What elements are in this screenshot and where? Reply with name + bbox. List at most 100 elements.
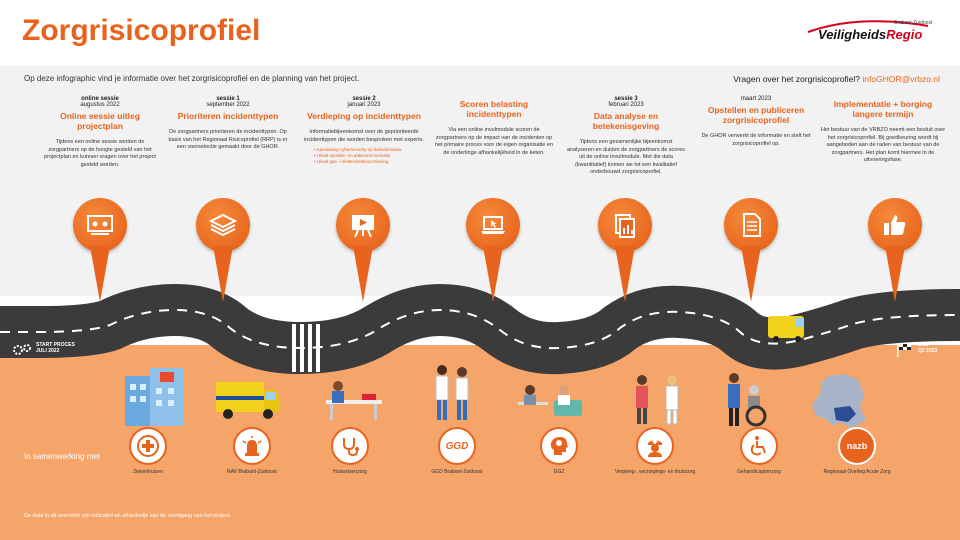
wheelchair-icon [750, 436, 766, 456]
header: Zorgrisicoprofiel VeiligheidsRegio Braba… [0, 0, 960, 66]
stage-bullets: • Aansluiting cybersecurity op beleidsni… [304, 147, 424, 165]
stage-title: Data analyse en betekenisgeving [592, 111, 660, 131]
finish-flag-icon [897, 344, 911, 357]
contact-question: Vragen over het zorgrisicoprofiel? [733, 74, 861, 84]
bullet-item: • Uitval sprinkle- en datacommunicatie [314, 153, 391, 158]
stage-label: sessie 2 [352, 96, 376, 102]
pin-implementation[interactable] [868, 198, 922, 302]
contact-email-link[interactable]: infoGHOR@vrbzo.nl [862, 74, 940, 84]
partner-huisartsenzorg: Huisartsenzorg [305, 427, 395, 476]
stage-description: De zorgpartners prioriteren de incidentt… [168, 129, 288, 150]
partner-label: GGZ [553, 469, 565, 475]
partner-label: Verpleeg-, verzorgings- en thuiszorg [614, 469, 696, 475]
stage-title: Prioriteren incidenttypen [177, 111, 279, 121]
intro-text: Op deze infographic vind je informatie o… [24, 74, 360, 83]
stage-title: Verdieping op incidenttypen [307, 111, 421, 121]
stage-description: Tijdens een gezamenlijke bijeenkomst ana… [566, 139, 686, 175]
stage-description: Informatiebijeenkomst over de gepriorite… [304, 129, 424, 143]
easel-play-icon [352, 215, 374, 238]
stage-online-session: online sessie augustus 2022 Online sessi… [40, 96, 160, 169]
wheelchair-care-illustration [728, 373, 767, 427]
head-cloud-icon [550, 437, 568, 455]
stage-date: september 2022 [206, 102, 250, 108]
laptop-cursor-icon [481, 216, 505, 234]
partner-ziekenhuizen: Ziekenhuizen [103, 427, 193, 476]
consultation-illustration [518, 385, 582, 416]
partner-vvt: Verpleeg-, verzorgings- en thuiszorg [610, 427, 700, 476]
footnote: De data in dit overzicht zijn indicatief… [24, 513, 232, 519]
page-title: Zorgrisicoprofiel [22, 14, 261, 47]
partner-label: Ziekenhuizen [133, 469, 163, 475]
road-illustration [0, 284, 960, 375]
partner-ggd: GGD GGD Brabant-Zuidoost [412, 427, 502, 476]
nazb-logo-icon: nazb [846, 441, 868, 451]
medical-staff-illustration [435, 365, 469, 420]
stage-scoring: Scoren belasting incidenttypen Via een o… [434, 96, 554, 157]
cross-icon [137, 435, 159, 457]
nursing-illustration [636, 375, 679, 425]
hospital-illustration [125, 368, 184, 426]
partner-label: RAV Brabant-Zuidoost [227, 469, 277, 475]
partner-label: Gehandicaptenzorg [737, 469, 781, 475]
stage-title: Implementatie + borging langere termijn [833, 99, 933, 119]
veiligheidsregio-logo: VeiligheidsRegio Brabant-Zuidoost [798, 18, 938, 48]
pin-session-1[interactable] [196, 198, 250, 302]
pin-online-session[interactable] [73, 198, 127, 302]
stage-title: Scoren belasting incidenttypen [459, 99, 529, 119]
stage-publish: maart 2023 Opstellen en publiceren zorgr… [696, 96, 816, 148]
pin-publish[interactable] [724, 198, 778, 302]
stage-date: februari 2023 [608, 102, 644, 108]
stage-session-1: sessie 1 september 2022 Prioriteren inci… [168, 96, 288, 152]
layers-icon [208, 213, 238, 237]
stage-description: De GHOR verwerkt de informatie en stelt … [701, 133, 811, 147]
stage-session-2: sessie 2 januari 2023 Verdieping op inci… [304, 96, 424, 165]
stage-session-3: sessie 3 februari 2023 Data analyse en b… [566, 96, 686, 177]
partner-label: Huisartsenzorg [333, 469, 367, 475]
partner-label: GGD Brabant-Zuidoost [431, 469, 483, 475]
intro-band [0, 66, 960, 296]
bullet-item: • Uitval gas- / elektriciteitsvoorzienin… [314, 159, 389, 164]
stage-date: augustus 2022 [80, 102, 120, 108]
stage-label: online sessie [81, 96, 119, 102]
stage-date: maart 2023 [740, 96, 772, 102]
stage-description: Via een online invulmodule scoren de zor… [434, 127, 553, 156]
stage-date: januari 2023 [347, 102, 381, 108]
pin-session-3[interactable] [598, 198, 652, 302]
netherlands-map-illustration [812, 374, 866, 428]
nurse-icon [648, 439, 662, 457]
road-end-label: END Q2 2023 [918, 342, 938, 354]
presentation-screen-icon [87, 215, 113, 235]
contact-line: Vragen over het zorgrisicoprofiel? infoG… [733, 74, 940, 84]
stage-implementation: Implementatie + borging langere termijn … [818, 96, 948, 165]
gears-icon [13, 344, 31, 355]
stage-label: sessie 3 [614, 96, 638, 102]
logo-text: VeiligheidsRegio [818, 27, 922, 42]
logo-main: Veiligheids [818, 27, 887, 42]
thumbs-up-icon [884, 215, 906, 235]
stage-title: Online sessie uitleg projectplan [60, 111, 140, 131]
ambulance-illustration [216, 382, 280, 419]
ambulance-on-road [768, 316, 804, 342]
partners-title: In samenwerking met [24, 452, 101, 461]
siren-icon [242, 436, 262, 456]
stage-label: sessie 1 [216, 96, 240, 102]
partner-roaz: nazb Regionaal Overleg Acute Zorg [812, 427, 902, 476]
stage-title: Opstellen en publiceren zorgrisicoprofie… [707, 105, 805, 125]
logo-sub: Brabant-Zuidoost [894, 20, 933, 26]
stage-description: Het bestuur van de VRBZO neemt een beslu… [820, 127, 946, 163]
bullet-item: • Aansluiting cybersecurity op beleidsni… [314, 147, 402, 152]
road-start-label: START PROCES JULI 2022 [36, 342, 75, 354]
stage-description: Tijdens een online sessie worden de zorg… [44, 139, 156, 168]
logo-swoosh-icon [807, 20, 929, 33]
partner-ggz: GGZ [514, 427, 604, 476]
doctor-desk-illustration [326, 381, 382, 420]
pin-session-2[interactable] [336, 198, 390, 302]
crosswalk [292, 324, 320, 372]
logo-accent: Regio [886, 27, 923, 42]
stethoscope-icon [343, 438, 359, 457]
partner-label: Regionaal Overleg Acute Zorg [823, 469, 891, 475]
pin-scoring[interactable] [466, 198, 520, 302]
document-icon [743, 213, 761, 237]
partner-gehandicaptenzorg: Gehandicaptenzorg [714, 427, 804, 476]
partner-rav: RAV Brabant-Zuidoost [207, 427, 297, 476]
